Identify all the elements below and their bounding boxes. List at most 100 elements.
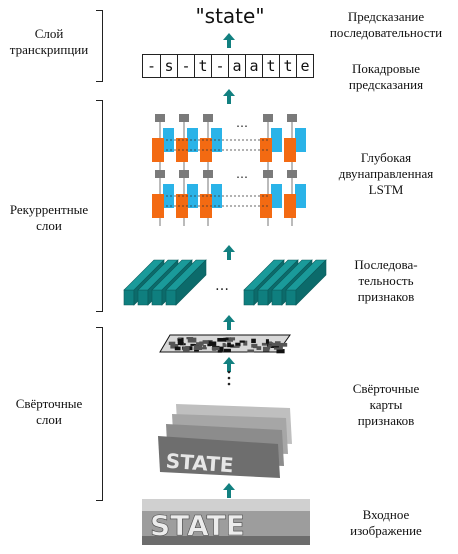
lstm-output-node (263, 114, 273, 122)
frame-predictions-label: Покадровые предсказания (348, 61, 424, 92)
lstm-output-node (287, 170, 297, 178)
lstm-forward-cell (284, 138, 296, 162)
conv-map-speck (278, 345, 283, 350)
conv-feature-maps-label: Свёрточные карты признаков (352, 381, 420, 428)
recurrent-bracket (96, 100, 103, 312)
conv-map-speck (183, 346, 190, 352)
conv-bracket (96, 327, 103, 501)
conv-top-map (159, 334, 291, 354)
feature-column-front (123, 289, 135, 306)
conv-map-speck (267, 341, 272, 345)
lstm-forward-cell (152, 138, 164, 162)
input-image-text: STATE (150, 509, 245, 542)
conv-map-speck (239, 340, 245, 343)
feature-column-front (285, 289, 297, 306)
up-arrow (227, 322, 231, 330)
frame-prediction-cell: - (177, 55, 194, 77)
conv-feature-maps-stack: STATE (158, 404, 292, 478)
feature-column-side (175, 259, 207, 306)
conv-map-speck (225, 337, 231, 341)
conv-map-speck (230, 344, 235, 348)
lstm-backward-cell (163, 128, 174, 152)
up-arrow (227, 252, 231, 260)
output-text: "state" (195, 4, 265, 28)
sequence-prediction-label: Предсказание последовательности (329, 9, 443, 40)
conv-map-speck (268, 344, 272, 347)
transcription-layer-label: Слой транскрипции (9, 26, 89, 57)
feature-column-front (257, 289, 269, 306)
feature-column-front (137, 289, 149, 306)
conv-layers-label: Свёрточные слои (15, 396, 83, 427)
input-image: STATE (142, 499, 310, 545)
conv-map-speck (278, 342, 288, 347)
up-arrow-head (223, 33, 235, 40)
deep-bilstm-label: Глубокая двунаправленная LSTM (338, 150, 434, 197)
conv-map-speck (187, 337, 197, 343)
conv-map-speck (174, 346, 181, 351)
feature-sequence-block (123, 259, 327, 306)
lstm-backward-cell (163, 184, 174, 208)
feature-ellipsis: … (215, 278, 229, 294)
lstm-output-node (287, 114, 297, 122)
feature-column-front (151, 289, 163, 306)
lstm-backward-cell (211, 128, 222, 152)
vertical-ellipsis (227, 370, 231, 386)
feature-column-front (243, 289, 255, 306)
conv-map-speck (202, 345, 207, 349)
conv-map-speck (228, 337, 235, 341)
lstm-output-node (263, 170, 273, 178)
conv-map-speck (190, 343, 196, 346)
up-arrow (227, 96, 231, 104)
conv-map-speck (207, 341, 217, 346)
frame-prediction-cell: s (160, 55, 177, 77)
conv-map-speck (170, 343, 179, 349)
conv-map-speck (196, 342, 203, 346)
lstm-backward-cell (271, 128, 282, 152)
frame-prediction-cell: - (146, 57, 157, 75)
deep-bilstm-block (152, 114, 306, 226)
conv-map-speck (218, 346, 224, 352)
feature-column-front (271, 289, 283, 306)
conv-map-speck (168, 341, 176, 346)
lstm-ellipsis-mid: … (236, 167, 248, 181)
input-image-label: Входное изображение (350, 507, 422, 538)
lstm-backward-cell (211, 184, 222, 208)
lstm-forward-cell (152, 194, 164, 218)
frame-prediction-cell: t (279, 55, 296, 77)
lstm-output-node (203, 170, 213, 178)
feature-column-side (295, 259, 327, 306)
conv-map-speck (261, 342, 268, 346)
lstm-output-node (179, 170, 189, 178)
conv-map-speck (217, 337, 227, 342)
lstm-backward-cell (271, 184, 282, 208)
conv-map-speck (265, 339, 269, 344)
transcription-bracket (96, 10, 103, 82)
up-arrow-head (223, 357, 235, 364)
up-arrow (227, 364, 231, 372)
up-arrow (227, 40, 231, 48)
lstm-forward-cell (284, 194, 296, 218)
lstm-output-node (203, 114, 213, 122)
frame-prediction-cell: a (245, 55, 262, 77)
conv-map-speck (212, 347, 217, 351)
lstm-backward-cell (295, 184, 306, 208)
up-arrow-head (223, 89, 235, 96)
frame-prediction-cell: t (262, 55, 279, 77)
frame-prediction-cell: t (194, 55, 211, 77)
conv-map-speck (263, 346, 270, 352)
conv-map-speck (186, 337, 194, 340)
lstm-backward-cell (187, 184, 198, 208)
conv-map-speck (256, 346, 262, 350)
feature-sequence-label: Последова- тельность признаков (354, 257, 418, 304)
frame-prediction-cell: e (296, 55, 313, 77)
conv-map-speck (247, 349, 255, 353)
conv-map-speck (177, 340, 184, 345)
up-arrow (227, 490, 231, 498)
lstm-output-node (179, 114, 189, 122)
conv-map-speck (235, 342, 241, 347)
conv-map-speck (202, 340, 209, 344)
conv-map-speck (193, 345, 203, 351)
frame-prediction-cell: - (211, 55, 228, 77)
conv-map-speck (222, 342, 226, 347)
